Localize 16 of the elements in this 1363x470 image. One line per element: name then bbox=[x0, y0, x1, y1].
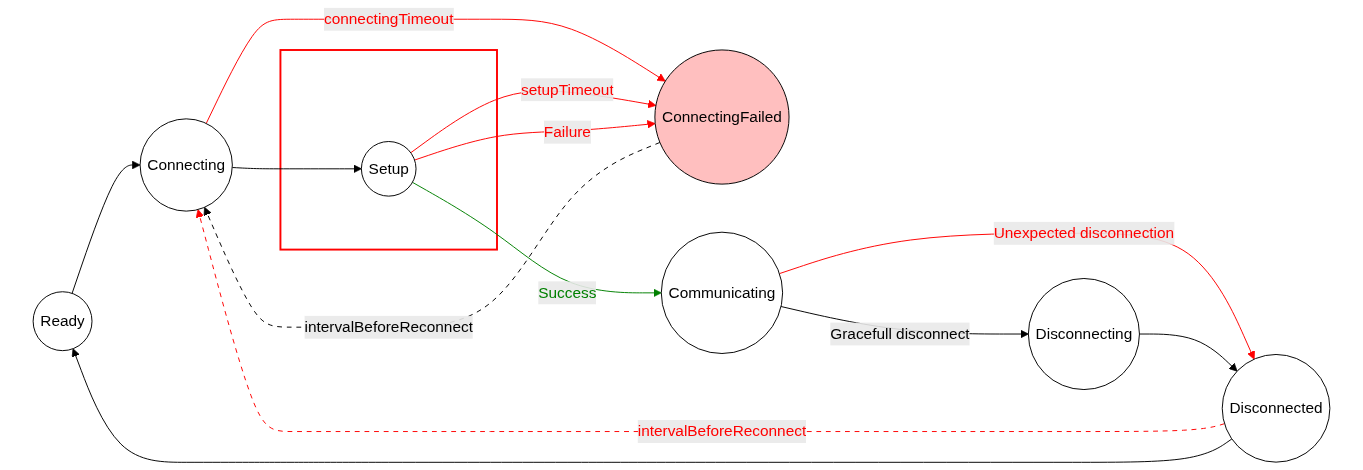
edge-label: Unexpected disconnection bbox=[993, 224, 1175, 241]
cluster bbox=[279, 49, 498, 251]
edge-label: intervalBeforeReconnect bbox=[637, 422, 807, 440]
node-circle: Ready bbox=[32, 291, 93, 352]
node-circle: Disconnecting bbox=[1027, 278, 1140, 391]
node-circle: Connecting bbox=[139, 118, 233, 212]
node-circle: Communicating bbox=[660, 231, 784, 354]
edge-label: Gracefull disconnect bbox=[830, 325, 970, 342]
node-circle: Setup bbox=[360, 141, 417, 197]
node-circle: ConnectingFailed bbox=[654, 49, 790, 185]
edge-label: setupTimeout bbox=[521, 81, 614, 98]
edge-label: Failure bbox=[543, 123, 591, 140]
edge-label: Success bbox=[538, 284, 597, 301]
edge-label: connectingTimeout bbox=[324, 10, 454, 27]
edge-label: intervalBeforeReconnect bbox=[304, 318, 473, 335]
node-circle: Disconnected bbox=[1221, 354, 1331, 463]
